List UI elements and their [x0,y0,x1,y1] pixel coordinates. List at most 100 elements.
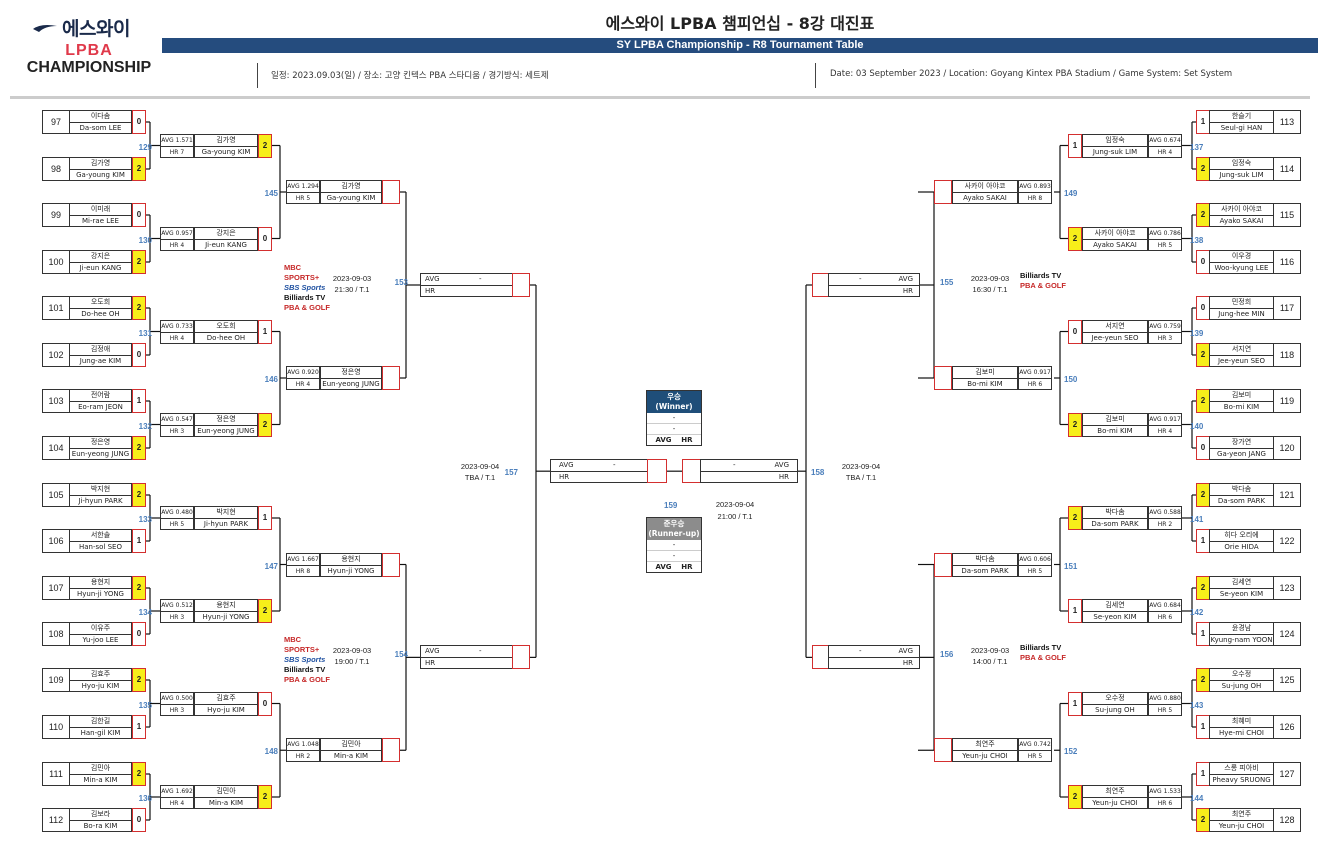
player-name-kr: 용현지 [70,577,131,589]
player-name-kr: 김보라 [70,809,131,821]
match-number: 138 [1190,235,1204,245]
avg-value: AVG 0.920 [287,367,319,379]
player-name-kr: 김보미 [1083,414,1147,426]
score-box: 2 [258,133,272,158]
divider [815,63,816,88]
player-name-en: Se-yeon KIM [1219,590,1264,598]
score-box: 1 [132,529,146,553]
seed-number: 127 [1273,762,1301,786]
player-name-en: Yeun-ju CHOI [962,752,1008,761]
seed-number: 122 [1273,529,1301,553]
player-name-kr: 사카이 아야코 [1210,204,1273,216]
seed-number: 108 [42,622,70,646]
hr-label: HR [778,473,789,482]
score-box: 2 [1196,343,1210,367]
score-box: 0 [1196,436,1210,460]
score-box [382,738,400,763]
avg-label: AVG [898,275,913,283]
player-name-kr: 오도희 [70,297,131,309]
billiards-tv-logo: Billiards TV [284,293,326,302]
hr-value: HR 5 [169,521,185,528]
hr-value: HR 6 [1157,614,1173,621]
player-name-en: Hye-mi CHOI [1219,729,1264,737]
player-name-kr: 전어람 [70,390,131,402]
player-name-kr: 사카이 아야코 [1083,228,1147,240]
player-name-en: Hyo-ju KIM [207,705,245,714]
hr-value: HR 5 [1027,753,1043,761]
runner-up-box: 준우승(Runner-up) - - AVG HR [646,517,702,573]
schedule-date: 2023-09-03 [970,274,1010,283]
player-name-kr: 최연주 [1210,809,1273,821]
score-box: 2 [1196,576,1210,600]
player-name-en: Ji-eun KANG [79,264,122,272]
seed-number: 126 [1273,715,1301,739]
player-name-kr: 정은영 [195,414,257,426]
seed-number: 124 [1273,622,1301,646]
score-box: 2 [132,157,146,181]
player-name-en: Han-gil KIM [80,729,121,737]
player-name-kr: 정은영 [321,367,381,379]
player-name-kr: 강지은 [195,228,257,240]
match-number: 139 [1190,328,1204,338]
avg-value: AVG 1.667 [287,554,319,566]
player-name-kr: 장가연 [1210,437,1273,449]
divider [257,63,258,88]
player-name-kr: 민정희 [1210,297,1273,309]
player-name-kr: 최연주 [1083,786,1147,798]
player-name-kr: 김한길 [70,716,131,728]
score-box: 2 [132,296,146,320]
player-name-en: Jee-yeun SEO [1217,357,1265,365]
match-number: 134 [138,608,152,617]
player-name-en: Min-a KIM [208,799,244,807]
player-name-kr: 최혜미 [1210,716,1273,728]
player-name-en: Jung-suk LIM [1092,147,1138,156]
runner-up-hr: HR [681,563,693,571]
hr-value: HR 3 [1157,334,1173,342]
score-box [382,552,400,577]
player-name-en: Pheavy SRUONG [1212,776,1271,784]
score-box [934,738,952,763]
seed-number: 103 [42,389,70,413]
seed-number: 125 [1273,668,1301,692]
schedule-time: 19:00 / T.1 [334,657,370,667]
score-box: 0 [1068,319,1082,344]
winner-name-kr: - [647,413,701,424]
hr-value: HR 5 [1157,706,1173,714]
player-name-kr: 한슬기 [1210,111,1273,123]
player-name-en: Mi-rae LEE [82,217,119,225]
player-name-kr: 서지연 [1210,344,1273,356]
hr-value: HR 5 [1027,567,1043,575]
score-box: 1 [1196,762,1210,786]
avg-value: AVG 1.048 [287,739,319,752]
match-number: 129 [138,142,152,152]
player-name-en: Eo-ram JEON [78,403,123,411]
hr-label: HR [902,659,913,668]
seed-number: 117 [1273,296,1301,320]
score-box [647,459,667,484]
